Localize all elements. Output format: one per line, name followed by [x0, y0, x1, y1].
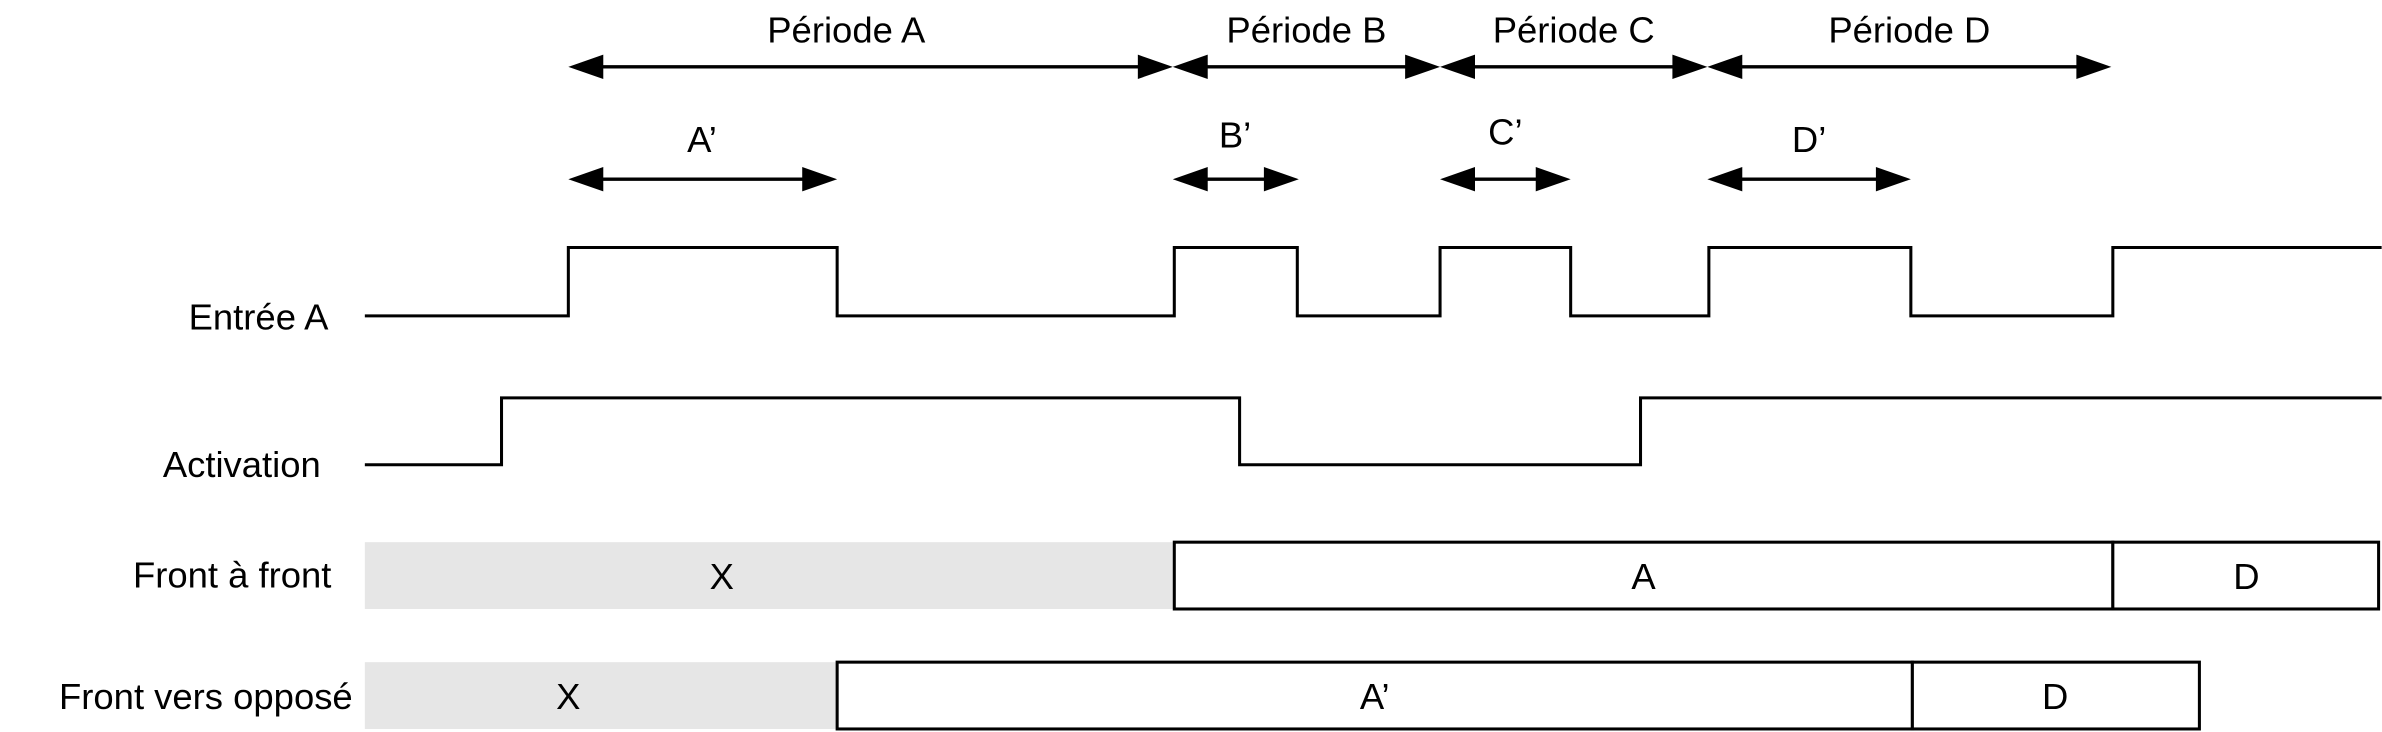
- period-b-label: Période B: [1226, 10, 1386, 51]
- front-a-front-segment-a: [1172, 540, 2115, 611]
- front-vers-oppose-a-prime: A’: [1360, 676, 1390, 717]
- period-b-arrow: [1172, 54, 1441, 79]
- entree-a-waveform: [364, 246, 2382, 318]
- front-a-front-label: Front à front: [133, 555, 331, 596]
- period-c-label: Période C: [1493, 10, 1655, 51]
- period-a-label: Période A: [767, 10, 926, 51]
- sub-period-a-label: A’: [687, 119, 717, 160]
- front-vers-oppose-label: Front vers opposé: [59, 676, 353, 717]
- front-vers-oppose-undefined-segment: [364, 662, 838, 729]
- sub-period-c-label: C’: [1488, 111, 1522, 152]
- sub-period-a-arrow: [568, 167, 838, 192]
- front-vers-oppose-x: X: [556, 676, 580, 717]
- entree-a-label: Entrée A: [189, 297, 329, 338]
- activation-label: Activation: [163, 444, 321, 485]
- front-vers-oppose-d: D: [2042, 676, 2068, 717]
- front-a-front-segment-d: [2111, 540, 2381, 611]
- front-a-front-undefined-segment: [364, 542, 1175, 609]
- activation-waveform: [364, 396, 2382, 467]
- sub-period-d-label: D’: [1792, 119, 1826, 160]
- front-vers-oppose-segment-d: [1910, 660, 2201, 731]
- period-d-label: Période D: [1828, 10, 1990, 51]
- sub-period-c-arrow: [1440, 167, 1571, 192]
- sub-period-d-arrow: [1707, 167, 1911, 192]
- period-d-arrow: [1707, 54, 2112, 79]
- sub-period-b-label: B’: [1219, 114, 1251, 155]
- sub-period-b-arrow: [1172, 167, 1299, 192]
- front-a-front-a: A: [1631, 556, 1656, 597]
- period-c-arrow: [1440, 54, 1708, 79]
- front-a-front-x: X: [710, 556, 734, 597]
- period-a-arrow: [568, 54, 1173, 79]
- front-a-front-d: D: [2233, 556, 2259, 597]
